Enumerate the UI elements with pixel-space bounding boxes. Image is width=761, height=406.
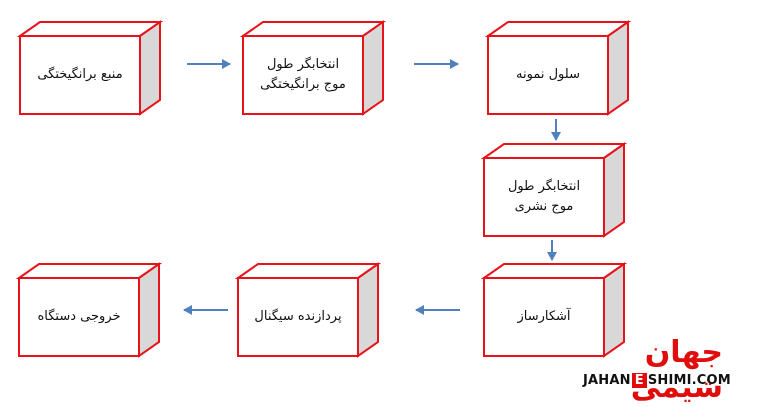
box-label: آشکارساز xyxy=(517,309,571,324)
box-label: انتخابگر طول موج برانگیختگی xyxy=(260,57,346,92)
box-label: پردازنده سیگنال xyxy=(254,309,342,324)
box-detector: آشکارساز xyxy=(480,262,628,358)
logo-persian-text: جهان شیمی xyxy=(630,335,723,405)
box-shape xyxy=(239,20,387,116)
box-shape xyxy=(234,262,382,358)
box-excitation-wavelength-selector: انتخابگر طول موج برانگیختگی xyxy=(239,20,387,116)
box-signal-processor: پردازنده سیگنال xyxy=(234,262,382,358)
box-label: منبع برانگیختگی xyxy=(37,67,123,82)
box-label: خروجی دستگاه xyxy=(37,309,121,324)
box-shape xyxy=(480,262,628,358)
box-shape xyxy=(15,262,163,358)
box-emission-wavelength-selector: انتخابگر طول موج نشری xyxy=(480,142,628,238)
box-shape xyxy=(484,20,632,116)
logo-text-part: SHIMI.COM xyxy=(647,373,731,388)
logo-text-e: E xyxy=(631,373,647,388)
box-label: انتخابگر طول موج نشری xyxy=(507,179,581,214)
box-label: سلول نمونه xyxy=(516,67,580,82)
box-excitation-source: منبع برانگیختگی xyxy=(16,20,164,116)
box-instrument-output: خروجی دستگاه xyxy=(15,262,163,358)
box-shape xyxy=(16,20,164,116)
logo-text-part: JAHAN xyxy=(583,373,631,388)
box-shape xyxy=(480,142,628,238)
box-sample-cell: سلول نمونه xyxy=(484,20,632,116)
